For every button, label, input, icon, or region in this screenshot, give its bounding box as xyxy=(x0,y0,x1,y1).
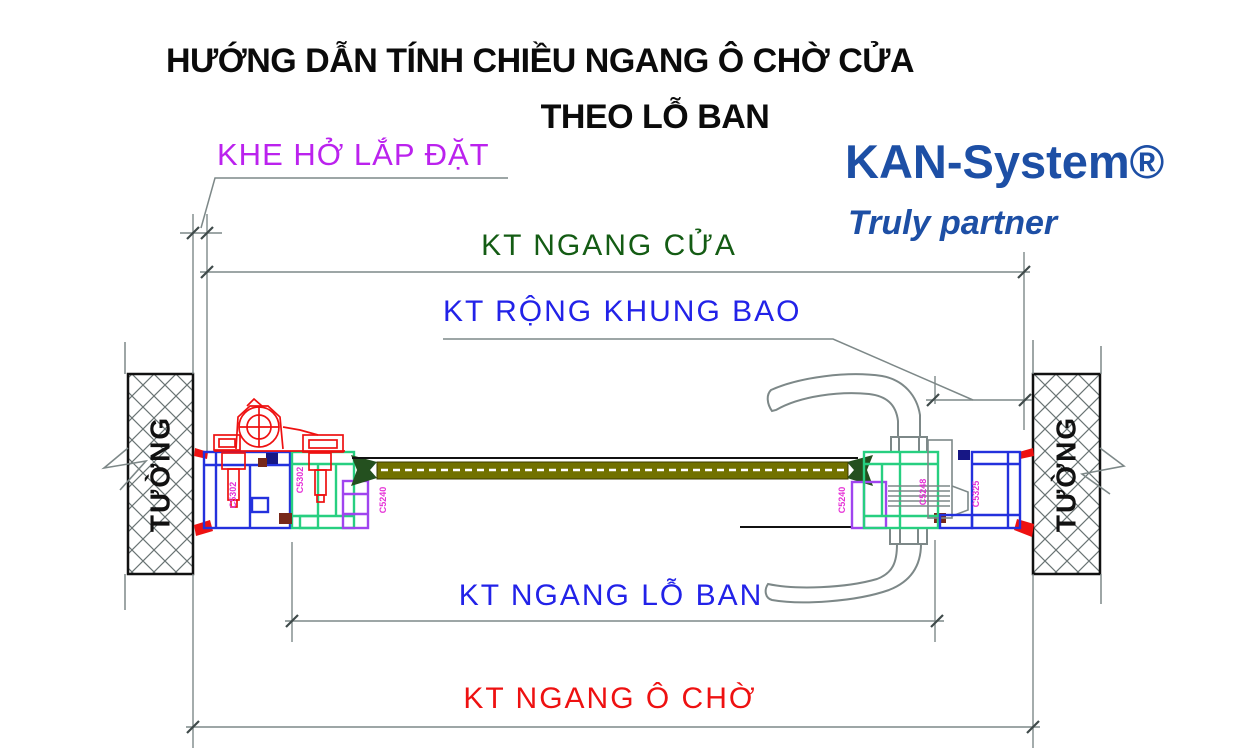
profile-code-3: C5240 xyxy=(378,487,388,514)
profile-code-labels: C5302 C5302 C5240 C5240 C5248 C5325 xyxy=(228,467,981,514)
page-title-line2: THEO LỖ BAN xyxy=(540,98,770,136)
profile-code-4: C5240 xyxy=(837,487,847,514)
wall-label-left: TƯỜNG xyxy=(144,415,176,533)
handle-rosette-top xyxy=(890,436,928,453)
opening-width-label: KT NGANG Ô CHỜ xyxy=(463,682,757,715)
wall-label-right: TƯỜNG xyxy=(1050,415,1082,533)
brand-logo: KAN-System® xyxy=(845,135,1165,188)
break-symbol-left xyxy=(101,447,149,491)
frame-profile-right xyxy=(938,450,1022,530)
leader-frame-width xyxy=(443,338,974,401)
profile-code-5: C5248 xyxy=(918,479,928,506)
sash-profile-right xyxy=(862,450,940,530)
glazing-clamp-right xyxy=(847,455,873,486)
profile-code-2: C5302 xyxy=(295,467,305,494)
hinge-assembly xyxy=(213,397,345,508)
install-gap-label: KHE HỞ LẮP ĐẶT xyxy=(217,137,490,172)
hinge-screw-right xyxy=(308,452,332,503)
frame-width-label: KT RỘNG KHUNG BAO xyxy=(443,295,802,328)
page-title-line1: HƯỚNG DẪN TÍNH CHIỀU NGANG Ô CHỜ CỬA xyxy=(165,42,915,80)
brand-tagline: Truly partner xyxy=(848,204,1058,242)
extension-lines xyxy=(192,214,1034,748)
leader-lines xyxy=(200,177,974,401)
glazing-clamp-left xyxy=(351,455,377,486)
profile-code-6: C5325 xyxy=(971,481,981,508)
leader-install-gap xyxy=(200,177,508,229)
frame-profile-left xyxy=(202,450,292,530)
right-wall xyxy=(1031,340,1126,604)
installation-gaskets xyxy=(194,448,1034,537)
handle-rosette-bottom xyxy=(889,527,928,545)
loban-width-label: KT NGANG LỖ BAN xyxy=(458,579,764,612)
hinge-screw-left xyxy=(221,452,246,508)
right-wall-face-lines xyxy=(1032,340,1102,604)
profile-code-1: C5302 xyxy=(228,482,238,509)
handle-grip-bottom xyxy=(764,543,923,604)
accessory-profile-left xyxy=(341,479,370,530)
left-wall xyxy=(101,342,195,610)
dimension-ticks xyxy=(186,226,1040,734)
handle-grip-top xyxy=(766,373,921,438)
door-width-label: KT NGANG CỬA xyxy=(481,229,737,262)
break-symbol-right xyxy=(1080,447,1126,495)
dimension-lines xyxy=(180,232,1040,728)
glass-panel xyxy=(352,457,858,528)
